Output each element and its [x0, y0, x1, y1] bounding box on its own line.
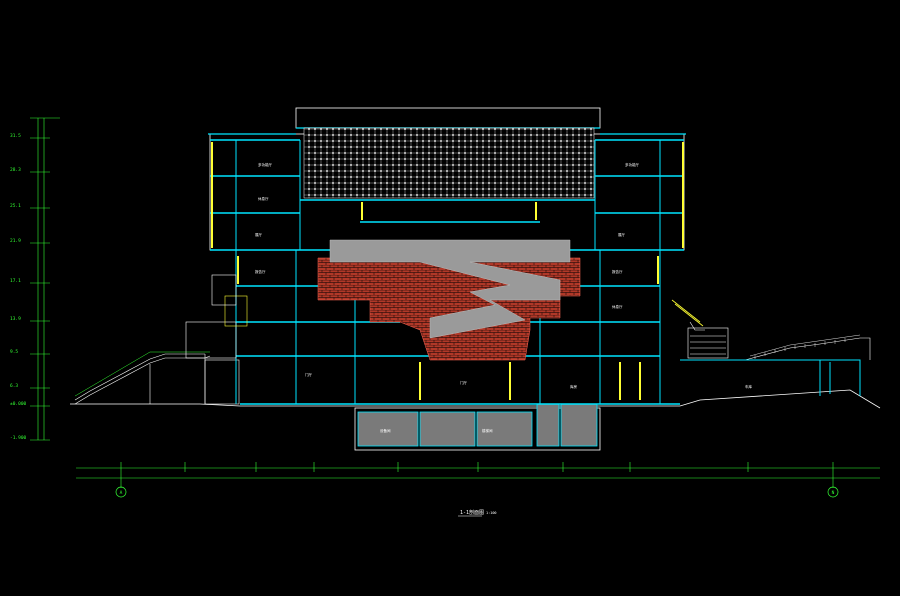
- right-annex: [680, 359, 861, 396]
- floor-slabs: [210, 139, 684, 405]
- left-exterior-stair: [74, 353, 240, 405]
- elevation-label: 28.3: [10, 167, 21, 173]
- room-label: 楼梯间: [482, 428, 493, 433]
- glass-curtain-wall: [211, 142, 684, 400]
- elevation-label: ±0.000: [10, 401, 27, 407]
- left-stair-railing: [74, 351, 210, 397]
- elevation-label: 9.5: [10, 349, 18, 355]
- elevation-label: 6.3: [10, 383, 18, 389]
- drawing-title: 1-1剖面图: [460, 509, 484, 516]
- axis-label: N: [832, 490, 835, 496]
- room-label: 库房: [570, 384, 578, 389]
- axis-label: A: [120, 490, 123, 496]
- elevation-label: 13.9: [10, 316, 21, 322]
- drawing-title-block: 1-1剖面图 1:100: [458, 509, 497, 517]
- elevation-label: 31.5: [10, 133, 21, 139]
- brick-feature-wall: [317, 257, 581, 361]
- elevation-label: -1.900: [10, 435, 27, 441]
- room-label: 门厅: [460, 380, 468, 385]
- drawing-scale: 1:100: [486, 511, 497, 515]
- room-label: 展厅: [255, 232, 263, 237]
- ramp-handrail: [671, 299, 704, 327]
- central-stair: [329, 239, 571, 339]
- atrium-roof-truss: [303, 127, 595, 199]
- room-label: 车库: [745, 384, 753, 389]
- axis-bubble-n: N: [827, 486, 839, 498]
- elevation-label: 25.1: [10, 203, 21, 209]
- elevation-label: 21.9: [10, 238, 21, 244]
- room-label: 门厅: [305, 372, 313, 377]
- dimension-lines: [76, 462, 880, 488]
- room-labels: 多功能厅 休息厅 展厅 报告厅 门厅 门厅 多功能厅 展厅 报告厅 休息厅 库房…: [255, 162, 753, 433]
- right-ramp-railing: [749, 334, 861, 359]
- elevation-label: 17.1: [10, 278, 21, 284]
- room-label: 展厅: [618, 232, 626, 237]
- basement: [354, 403, 601, 451]
- room-label: 休息厅: [258, 196, 269, 201]
- elevation-labels: 31.5 28.3 25.1 21.9 17.1 13.9 9.5 6.3 ±0…: [10, 133, 27, 441]
- ground-line: [70, 389, 881, 409]
- right-ramp: [687, 321, 871, 361]
- room-label: 报告厅: [612, 269, 623, 274]
- room-label: 报告厅: [255, 269, 266, 274]
- room-label: 多功能厅: [258, 162, 272, 167]
- room-label: 多功能厅: [625, 162, 639, 167]
- left-lower-block: [185, 274, 248, 359]
- axis-bubble-a: A: [115, 486, 127, 498]
- room-label: 休息厅: [612, 304, 623, 309]
- room-label: 设备间: [380, 428, 391, 433]
- elevation-ruler: [30, 117, 60, 441]
